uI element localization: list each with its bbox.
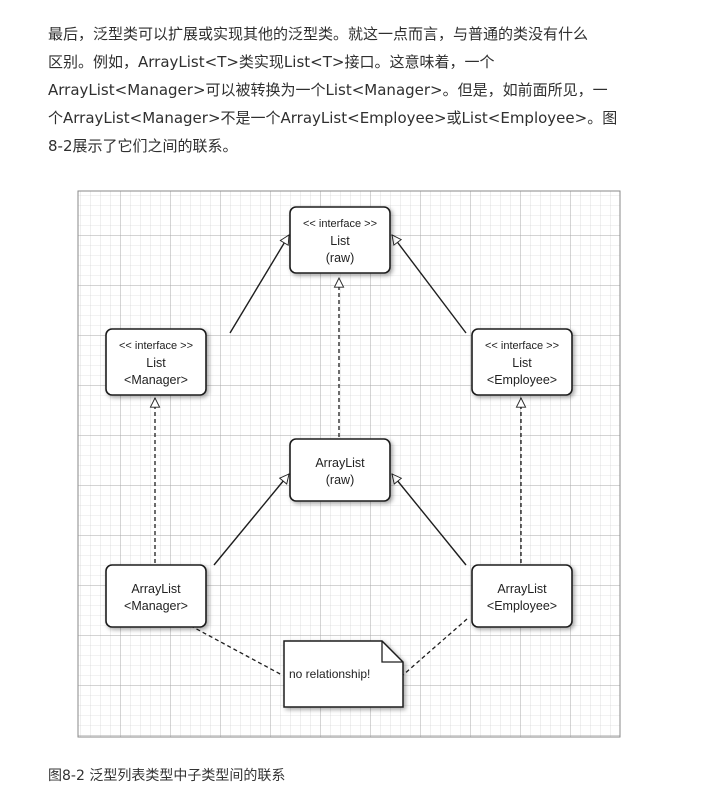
box-title: ArrayList	[131, 582, 181, 596]
box-title: ArrayList	[315, 456, 365, 470]
arrow-arraylist-employee-to-arraylist-raw	[392, 474, 467, 566]
box-subtitle: <Employee>	[487, 373, 557, 387]
paragraph-line: 区别。例如，ArrayList<T>类实现List<T>接口。这意味着，一个	[48, 53, 495, 71]
box-subtitle: <Employee>	[487, 599, 557, 613]
arrow-list-employee-to-list-raw	[392, 235, 467, 334]
box-subtitle: <Manager>	[124, 373, 188, 387]
note-text: no relationship!	[289, 667, 370, 681]
box-subtitle: <Manager>	[124, 599, 188, 613]
note-no-relationship: no relationship!	[283, 640, 404, 708]
box-subtitle: (raw)	[326, 473, 354, 487]
arrow-list-manager-to-list-raw	[229, 235, 290, 334]
box-list-manager: << interface >> List <Manager>	[105, 328, 207, 396]
box-subtitle: (raw)	[326, 251, 354, 265]
stereotype-label: << interface >>	[485, 340, 559, 352]
box-title: List	[330, 234, 350, 248]
dashed-line-employee-to-note	[402, 618, 468, 676]
figure-caption: 图8-2 泛型列表类型中子类型间的联系	[48, 768, 286, 784]
stereotype-label: << interface >>	[303, 218, 377, 230]
body-paragraph: 最后，泛型类可以扩展或实现其他的泛型类。就这一点而言，与普通的类没有什么 区别。…	[48, 20, 688, 160]
box-title: List	[512, 356, 532, 370]
paragraph-line: 8-2展示了它们之间的联系。	[48, 137, 238, 155]
paragraph-line: 个ArrayList<Manager>不是一个ArrayList<Employe…	[48, 109, 618, 127]
box-title: ArrayList	[497, 582, 547, 596]
box-arraylist-manager: ArrayList <Manager>	[105, 564, 207, 628]
box-arraylist-raw: ArrayList (raw)	[289, 438, 391, 502]
paragraph-line: 最后，泛型类可以扩展或实现其他的泛型类。就这一点而言，与普通的类没有什么	[48, 25, 589, 43]
paragraph-line: ArrayList<Manager>可以被转换为一个List<Manager>。…	[48, 81, 608, 99]
box-arraylist-employee: ArrayList <Employee>	[471, 564, 573, 628]
arrow-arraylist-manager-to-arraylist-raw	[213, 474, 289, 566]
diagram-svg: << interface >> List (raw) << interface …	[70, 185, 630, 745]
box-title: List	[146, 356, 166, 370]
stereotype-label: << interface >>	[119, 340, 193, 352]
box-list-raw: << interface >> List (raw)	[289, 206, 391, 274]
figure-8-2: << interface >> List (raw) << interface …	[70, 185, 630, 745]
dashed-line-manager-to-note	[177, 618, 283, 676]
box-list-employee: << interface >> List <Employee>	[471, 328, 573, 396]
